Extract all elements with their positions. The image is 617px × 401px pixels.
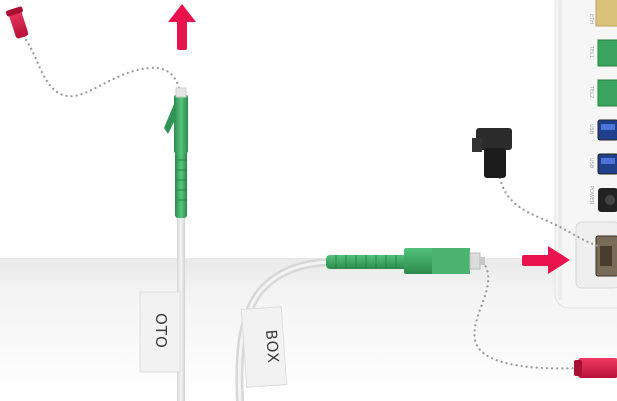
oto-connector-latch (164, 104, 176, 134)
oto-connector-boot (175, 150, 187, 218)
router: ETH TEL1 TEL2 USB USB POWER (554, 0, 617, 309)
router-port-tel2 (597, 79, 617, 107)
dotted-line-oto-cap (24, 38, 182, 98)
oto-cable-assembly (164, 87, 188, 401)
oto-tag-label: OTO (152, 313, 170, 349)
router-port-eth (595, 0, 617, 27)
arrow-right-icon (522, 246, 570, 274)
box-tag-label: BOX (262, 329, 282, 364)
floor-shadow (0, 258, 617, 401)
box-dust-cap (574, 358, 617, 378)
router-port-label-tel2: TEL2 (588, 85, 594, 98)
router-port-label-usb1: USB (588, 124, 594, 135)
arrow-up-icon (168, 4, 196, 50)
oto-cable (177, 215, 185, 401)
router-port-tel1 (597, 39, 617, 67)
router-port-label-tel1: TEL1 (588, 45, 594, 58)
oto-connector-body (174, 95, 188, 153)
oto-tag: OTO (139, 291, 181, 373)
dotted-line-box-cap (473, 260, 580, 370)
router-port-label-power: POWER (588, 186, 594, 205)
router-port-cover (472, 128, 512, 178)
box-connector (326, 248, 485, 274)
box-tag: BOX (240, 306, 288, 388)
router-port-label-usb2: USB (588, 158, 594, 169)
oto-dust-cap (5, 6, 29, 39)
router-port-label-eth: ETH (588, 14, 594, 24)
